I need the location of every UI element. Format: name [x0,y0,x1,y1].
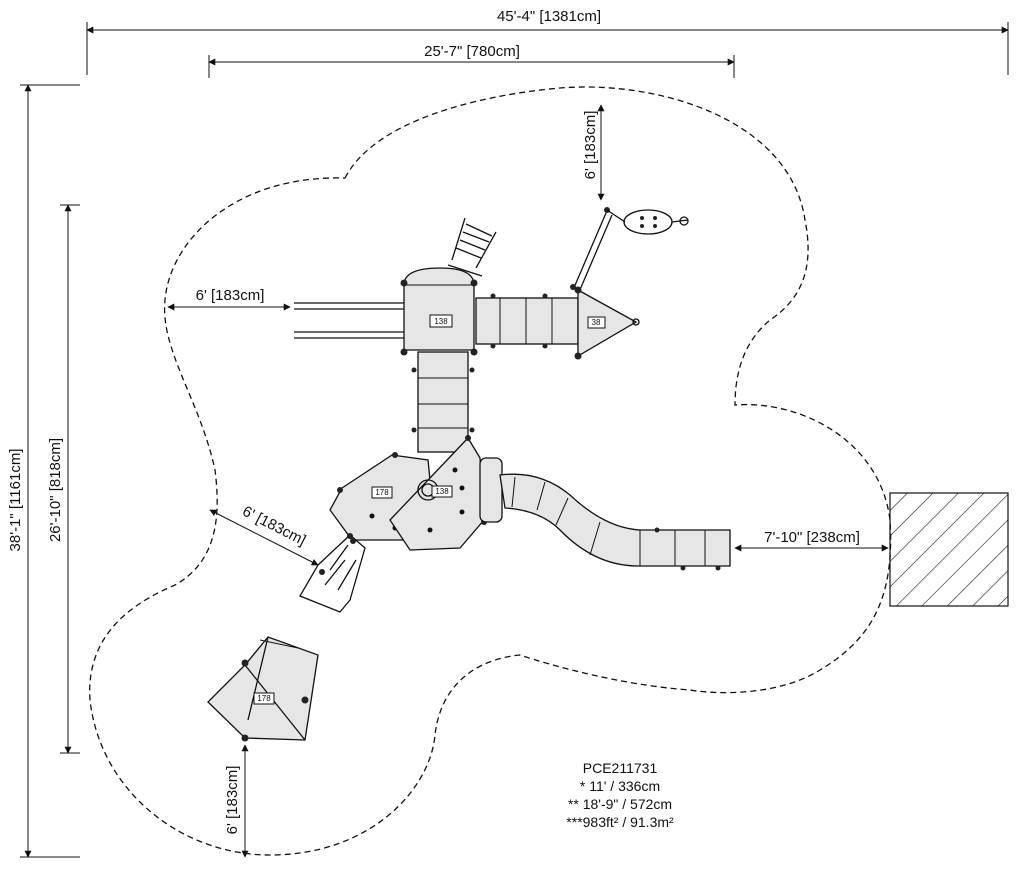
clearance-bottom-label: 6' [183cm] [224,766,241,835]
triangle-deck-right: 38 [574,286,640,360]
main-deck: 138 [400,267,478,356]
tube-slide [479,457,731,571]
product-model: PCE211731 [583,760,658,776]
clearance-top-dimension: 6' [183cm] [582,104,605,201]
main-deck-tag: 138 [434,317,448,326]
product-line-3: ***983ft² / 91.3m² [566,814,674,830]
climber-ladder-lower [299,533,366,613]
product-line-1: * 11' / 336cm [580,778,660,794]
ladder-climber [447,217,497,277]
product-info: PCE211731 * 11' / 336cm ** 18'-9" / 572c… [566,760,674,830]
structure-width-dimension: 25'-7" [780cm] [208,40,735,78]
clearance-top-label: 6' [183cm] [582,111,599,180]
overall-depth-dimension: 38'-1" [1161cm] [7,84,80,858]
bridge [475,293,579,349]
horizontal-bars [294,302,405,339]
slide-exit-dimension: 7'-10" [238cm] [734,529,889,552]
lower-left-deck-tag: 178 [375,488,389,497]
product-line-2: ** 18'-9" / 572cm [568,796,672,812]
hatched-zone [889,492,1009,607]
clearance-bottom-dimension: 6' [183cm] [224,744,249,858]
rope-tire-swing [570,207,689,293]
lower-right-deck-tag: 138 [435,487,449,496]
overall-depth-label: 38'-1" [1161cm] [7,449,24,552]
structure-depth-label: 26'-10" [818cm] [47,438,64,542]
clearance-left-label: 6' [183cm] [196,287,265,304]
slide-exit-label: 7'-10" [238cm] [764,529,860,546]
structure-width-label: 25'-7" [780cm] [424,43,520,60]
structure-depth-dimension: 26'-10" [818cm] [47,204,80,754]
bridge-deck-tag: 38 [592,318,601,327]
clearance-left-dimension: 6' [183cm] [167,287,291,311]
overall-width-dimension: 45'-4" [1381cm] [86,6,1009,75]
overall-width-label: 45'-4" [1381cm] [497,8,601,25]
clearance-diagonal-dimension: 6' [183cm] [209,503,319,566]
freestanding-deck: 178 [207,636,319,742]
freestanding-deck-tag: 178 [257,694,271,703]
vertical-walkway [411,351,475,453]
